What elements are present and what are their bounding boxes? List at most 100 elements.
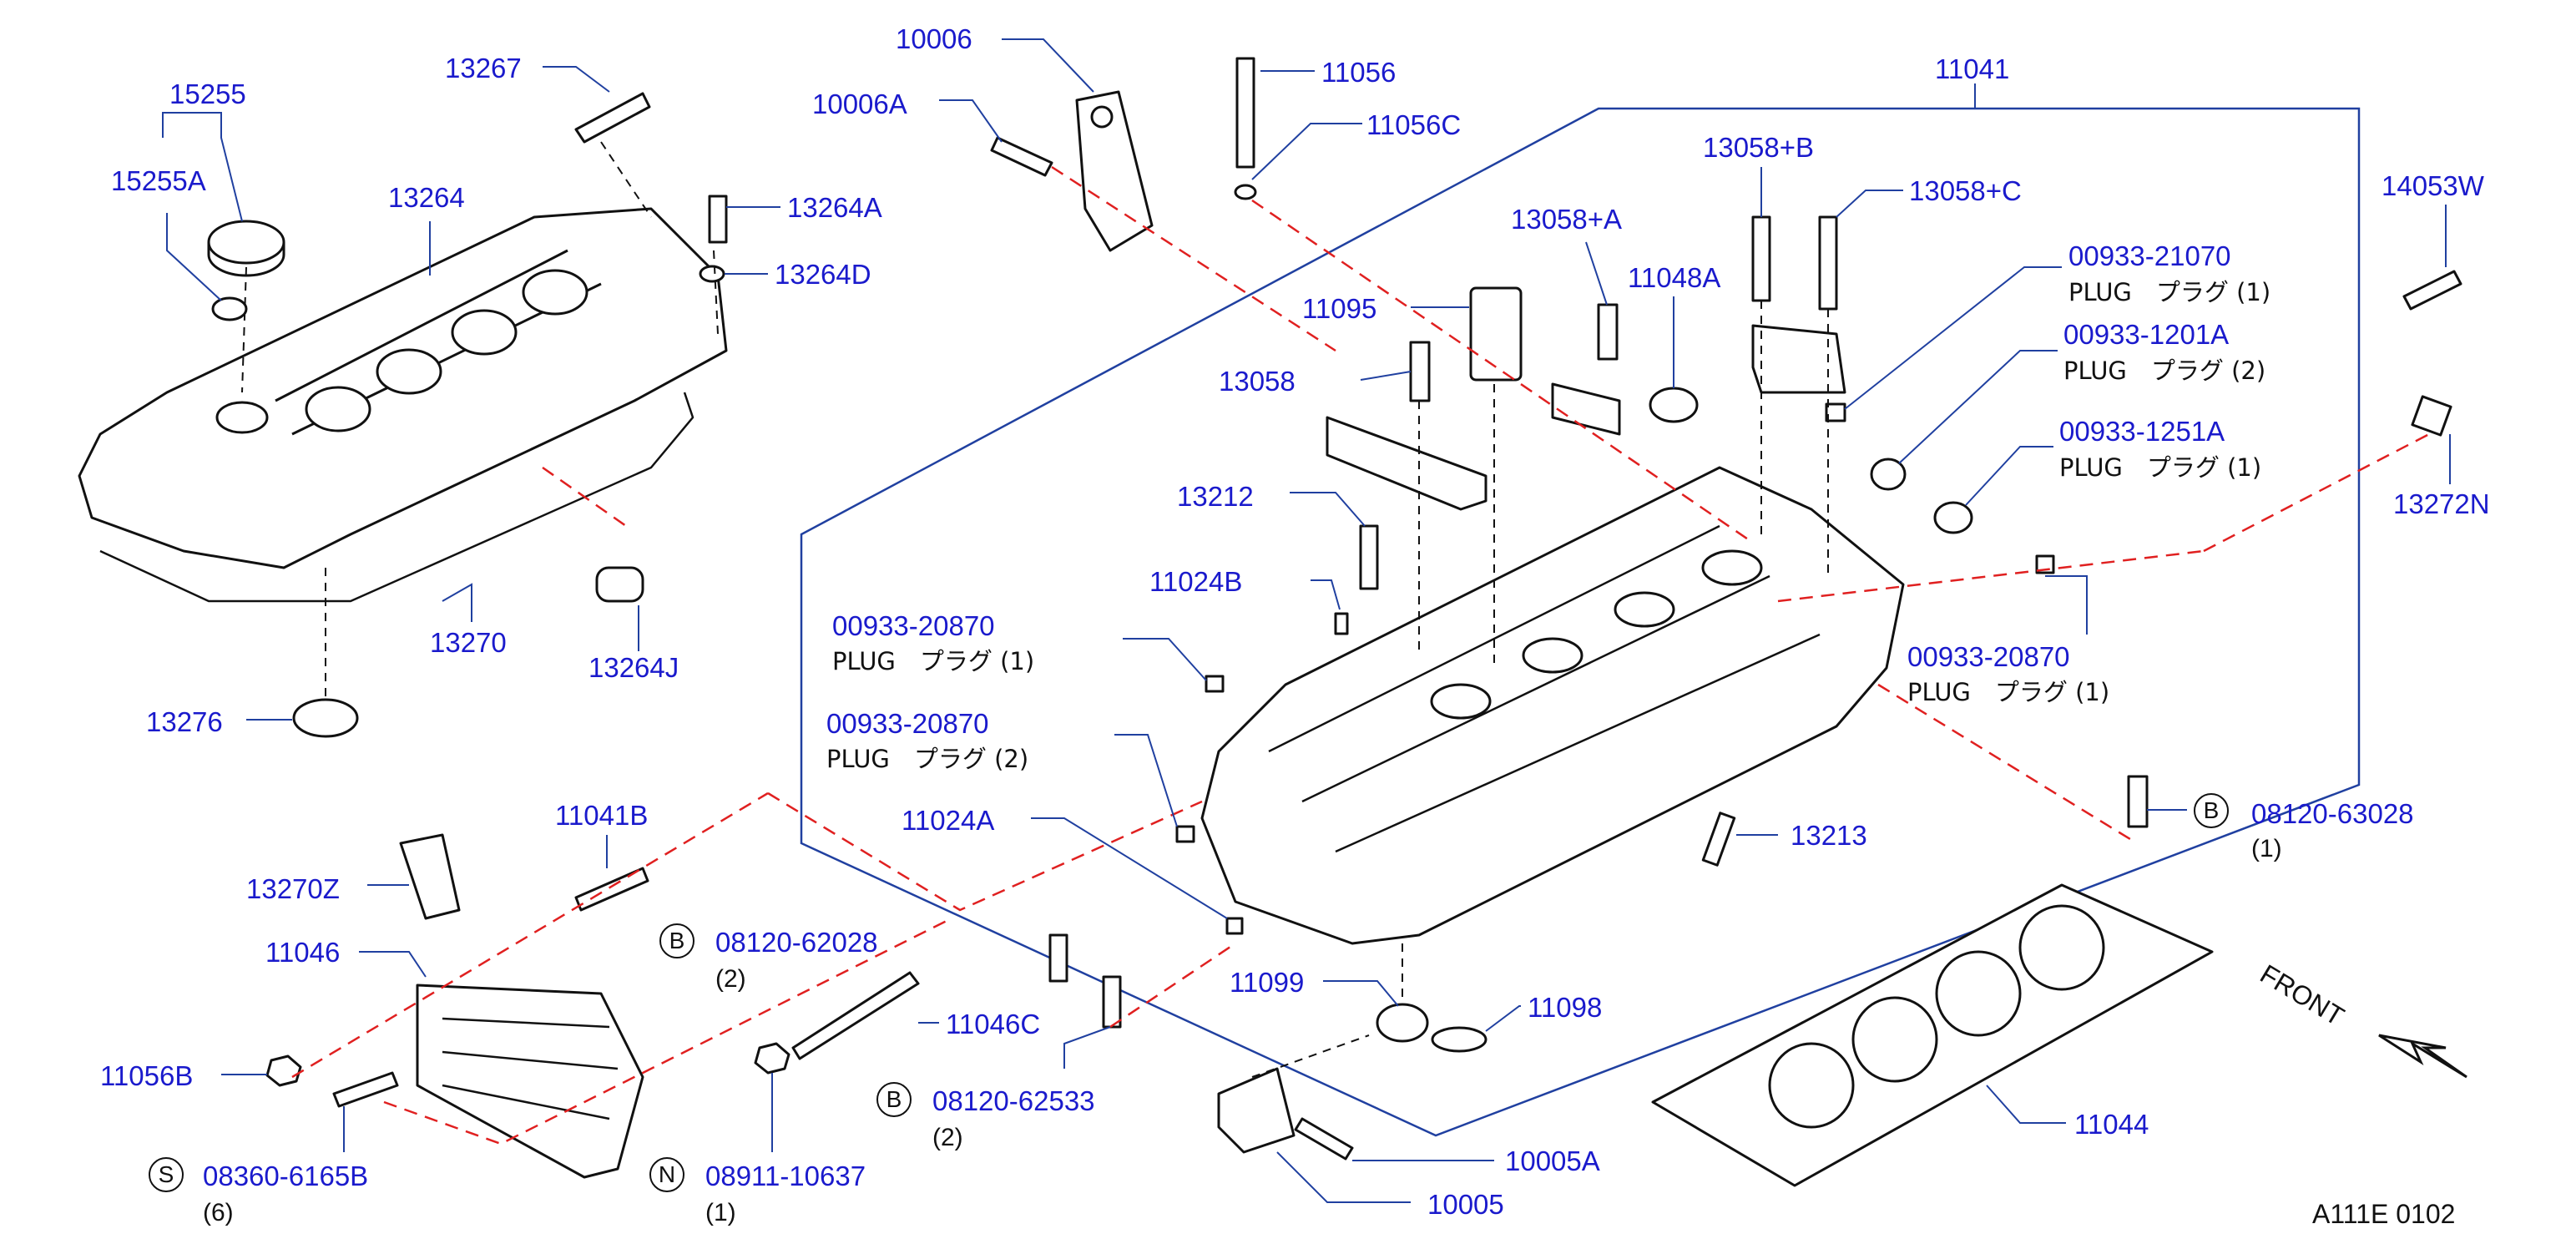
callout-13264D[interactable]: 13264D xyxy=(775,259,871,290)
callout-11044[interactable]: 11044 xyxy=(2074,1109,2149,1140)
callout-11024A[interactable]: 11024A xyxy=(902,805,995,836)
pin-11024B xyxy=(1334,612,1349,635)
nut-11056B xyxy=(265,1054,302,1087)
callout-00933-21070[interactable]: 00933-21070 xyxy=(2068,240,2231,271)
head-valve-1 xyxy=(1430,683,1492,720)
leader-20870-b xyxy=(1114,734,1178,827)
callout-11046C[interactable]: 11046C xyxy=(946,1009,1041,1039)
callout-15255[interactable]: 15255 xyxy=(169,78,246,109)
leader-11099 xyxy=(1323,980,1399,1007)
bolt-13264A xyxy=(708,195,728,244)
gasket-bore-4 xyxy=(2018,904,2105,991)
plug-note-1201A: PLUG プラグ (2) xyxy=(2063,357,2266,385)
engine-hanger-10006 xyxy=(1075,90,1154,252)
bolt-13058 xyxy=(1409,341,1431,402)
filler-cap-seal xyxy=(211,296,248,321)
callout-08120-63028[interactable]: 08120-63028 xyxy=(2251,798,2414,829)
cam-bracket-13058 xyxy=(1326,416,1488,511)
callout-11024B[interactable]: 11024B xyxy=(1149,566,1243,597)
callout-00933-20870-c[interactable]: 00933-20870 xyxy=(1907,641,2070,672)
gasket-bore-1 xyxy=(1768,1042,1855,1129)
callout-10005A[interactable]: 10005A xyxy=(1505,1145,1600,1176)
qty-6165B: (6) xyxy=(203,1199,234,1226)
callout-11099[interactable]: 11099 xyxy=(1230,967,1305,998)
callout-11056B[interactable]: 11056B xyxy=(100,1060,194,1091)
callout-11041[interactable]: 11041 xyxy=(1935,53,2010,84)
leader-15255 xyxy=(162,112,243,222)
dash-line-1 xyxy=(241,266,247,393)
callout-08360-6165B[interactable]: 08360-6165B xyxy=(203,1161,369,1191)
nut-08911 xyxy=(754,1042,790,1075)
callout-00933-1201A[interactable]: 00933-1201A xyxy=(2063,319,2230,350)
bolt-08120-62533 xyxy=(1102,975,1122,1029)
leader-1201A xyxy=(1898,350,2058,464)
callout-13270Z[interactable]: 13270Z xyxy=(246,873,340,904)
callout-13276[interactable]: 13276 xyxy=(146,706,223,737)
callout-08120-62028[interactable]: 08120-62028 xyxy=(715,927,878,958)
gasket-bore-3 xyxy=(1935,950,2022,1037)
leader-1251A xyxy=(1965,446,2053,506)
rocker-cover-gasket xyxy=(99,392,695,603)
leader-20870-a xyxy=(1123,638,1207,681)
bolt-13058B xyxy=(1751,215,1771,302)
plug-1201A xyxy=(1870,458,1907,491)
red-line-4 xyxy=(1877,683,2138,845)
callout-13058[interactable]: 13058 xyxy=(1219,366,1296,397)
callout-13058B[interactable]: 13058+B xyxy=(1703,132,1815,163)
callout-13272N[interactable]: 13272N xyxy=(2393,488,2490,519)
bolt-13058A xyxy=(1597,303,1619,361)
marker-n-10637: N xyxy=(649,1157,684,1192)
marker-b-62533: B xyxy=(876,1082,912,1117)
dash-line-2 xyxy=(600,141,652,218)
dowel-13213 xyxy=(1701,812,1736,867)
plug-20870-a xyxy=(1205,675,1225,693)
callout-11095[interactable]: 11095 xyxy=(1302,293,1377,324)
callout-11048A[interactable]: 11048A xyxy=(1628,262,1721,293)
callout-10006A[interactable]: 10006A xyxy=(812,88,907,119)
camshaft-seal-13276 xyxy=(292,698,359,738)
red-line-1 xyxy=(1051,165,1336,352)
callout-10006[interactable]: 10006 xyxy=(896,23,972,54)
callout-14053W[interactable]: 14053W xyxy=(2382,170,2484,201)
callout-13213[interactable]: 13213 xyxy=(1791,820,1867,851)
callout-15255A[interactable]: 15255A xyxy=(111,165,206,196)
rear-cover-11046 xyxy=(416,984,644,1179)
callout-11056C[interactable]: 11056C xyxy=(1366,109,1462,140)
callout-00933-20870-a[interactable]: 00933-20870 xyxy=(832,610,995,641)
callout-13264J[interactable]: 13264J xyxy=(588,652,679,683)
hanger-hole xyxy=(1090,105,1114,129)
red-line-2 xyxy=(1251,199,1754,544)
callout-08911-10637[interactable]: 08911-10637 xyxy=(705,1161,866,1191)
plug-note-20870-c: PLUG プラグ (1) xyxy=(1907,678,2110,706)
callout-11041B[interactable]: 11041B xyxy=(555,800,649,831)
assembly-outline xyxy=(800,107,2361,1137)
callout-11046[interactable]: 11046 xyxy=(265,937,341,968)
tappet-11095 xyxy=(1469,286,1523,382)
cylinder-head xyxy=(1200,466,1905,945)
engine-hanger-10005 xyxy=(1217,1067,1296,1154)
callout-11098[interactable]: 11098 xyxy=(1528,992,1603,1023)
cover-port-2 xyxy=(376,348,442,395)
red-line-8 xyxy=(542,466,627,528)
grommet-11048A xyxy=(1649,387,1699,423)
callout-13270[interactable]: 13270 xyxy=(430,627,507,658)
bolt-08360 xyxy=(332,1071,399,1108)
bolt-11056 xyxy=(1235,57,1255,169)
callout-13212[interactable]: 13212 xyxy=(1177,481,1254,512)
red-line-10 xyxy=(1109,942,1236,1029)
callout-08120-62533[interactable]: 08120-62533 xyxy=(932,1085,1095,1116)
callout-13058C[interactable]: 13058+C xyxy=(1909,175,2022,206)
callout-13267[interactable]: 13267 xyxy=(445,53,522,83)
callout-00933-1251A[interactable]: 00933-1251A xyxy=(2059,416,2225,447)
callout-13058A[interactable]: 13058+A xyxy=(1511,204,1623,235)
callout-13264[interactable]: 13264 xyxy=(388,182,465,213)
leader-11098 xyxy=(1485,1005,1521,1032)
callout-11056[interactable]: 11056 xyxy=(1321,57,1397,88)
callout-13264A[interactable]: 13264A xyxy=(787,192,882,223)
bolt-10006A xyxy=(990,136,1053,177)
callout-10005[interactable]: 10005 xyxy=(1427,1189,1504,1220)
callout-00933-20870-b[interactable]: 00933-20870 xyxy=(826,708,989,739)
front-arrow xyxy=(2378,1034,2467,1079)
cam-bracket-13058A xyxy=(1551,382,1621,436)
leader-11024A xyxy=(1031,817,1228,919)
